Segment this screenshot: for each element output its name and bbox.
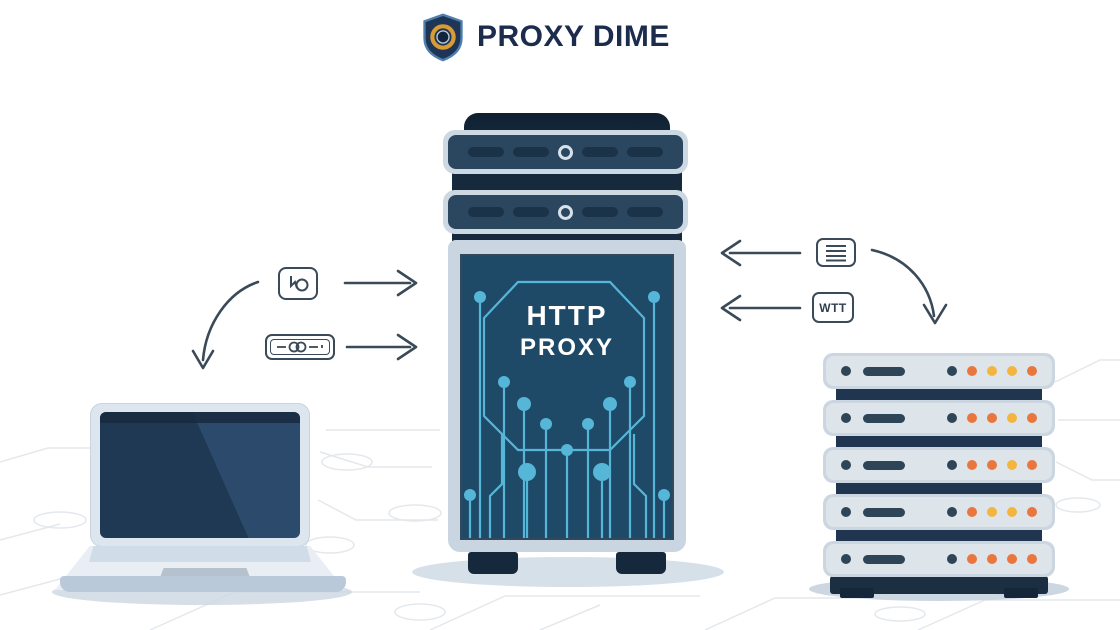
power-ring-icon (558, 144, 573, 160)
proxy-rack-unit-panel (448, 195, 683, 229)
rack-unit-panel (826, 403, 1052, 433)
power-ring-icon (558, 204, 573, 220)
rack-unit (823, 353, 1055, 389)
brand-header: PROXY DIME (418, 12, 670, 62)
drive-bar (863, 554, 905, 564)
drive-bar (863, 507, 905, 517)
laptop-screen-top-band (100, 412, 300, 423)
vent-slot (582, 207, 618, 217)
proxy-rack-unit-panel (448, 135, 683, 169)
vent-slot (627, 207, 663, 217)
proxy-label-proxy: PROXY (519, 334, 615, 361)
rack-foot (1004, 588, 1038, 598)
rack-curved-arrow (870, 248, 936, 318)
rack-unit-panel (826, 497, 1052, 527)
rack-unit (823, 541, 1055, 577)
drive-dot (841, 413, 851, 423)
rack-unit (823, 494, 1055, 530)
rack-unit (823, 400, 1055, 436)
status-leds (947, 366, 1037, 376)
vent-slot (513, 147, 549, 157)
laptop-screen (100, 412, 300, 538)
proxy-rack-unit (443, 130, 688, 174)
vent-slot (513, 207, 549, 217)
shield-badge-icon (423, 13, 463, 62)
proxy-tower-body: HTTP PROXY (448, 240, 686, 552)
vent-slot (627, 147, 663, 157)
vent-slot (468, 207, 504, 217)
status-leds (947, 507, 1037, 517)
laptop-hinge (89, 546, 311, 562)
drive-dot (841, 366, 851, 376)
wtt-tag: WTT (812, 292, 854, 323)
proxy-foot (468, 552, 518, 574)
link-chain-icon (265, 334, 335, 360)
rack-unit-panel (826, 450, 1052, 480)
drive-bar (863, 460, 905, 470)
rack-base (830, 576, 1048, 594)
rack-unit-panel (826, 356, 1052, 386)
link-box-inner-border (270, 339, 330, 355)
rack-foot (840, 588, 874, 598)
proxy-front-panel: HTTP PROXY (460, 254, 674, 540)
status-leds (947, 554, 1037, 564)
rack-unit-panel (826, 544, 1052, 574)
status-leds (947, 460, 1037, 470)
vent-slot (468, 147, 504, 157)
browser-cursor-icon (278, 267, 318, 300)
drive-bar (863, 366, 905, 376)
brand-title: PROXY DIME (477, 20, 670, 53)
drive-dot (841, 554, 851, 564)
proxy-rack-unit (443, 190, 688, 234)
vent-slot (582, 147, 618, 157)
drive-dot (841, 507, 851, 517)
rack-unit (823, 447, 1055, 483)
laptop-base-edge (60, 576, 346, 592)
circuit-traces-graphic (464, 280, 670, 538)
laptop-lid (90, 403, 310, 547)
client-curved-arrow (201, 280, 260, 362)
status-leds (947, 413, 1037, 423)
drive-dot (841, 460, 851, 470)
drive-bar (863, 413, 905, 423)
proxy-shadow (412, 557, 724, 587)
proxy-foot (616, 552, 666, 574)
proxy-label-http: HTTP (526, 300, 608, 331)
list-lines-icon (816, 238, 856, 267)
